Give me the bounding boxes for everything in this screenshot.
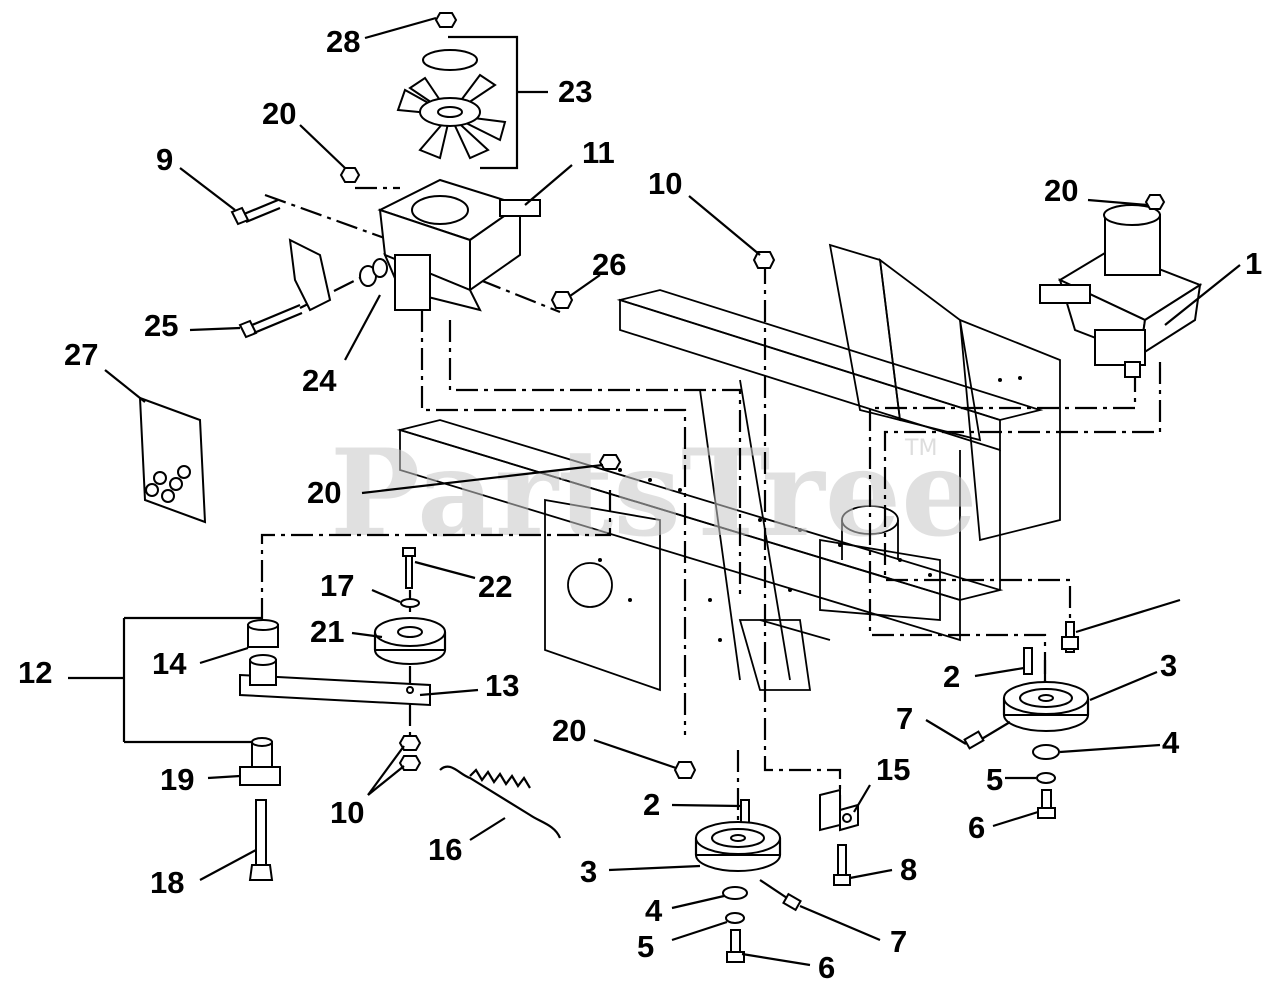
part-2-key — [1023, 647, 1033, 675]
callout-16: 16 — [428, 832, 462, 867]
part-7-set-screw — [963, 721, 1011, 750]
part-25-bolt-bracket — [238, 238, 332, 339]
part-19-pivot — [239, 737, 281, 786]
watermark-text: PartsTree — [330, 423, 977, 564]
callout-8: 8 — [900, 852, 917, 887]
callout-7: 7 — [896, 701, 913, 736]
part-4-hub — [1032, 744, 1060, 760]
part-3-pulley — [694, 821, 782, 872]
part-7-set-screw — [759, 879, 802, 912]
part-20-nut — [598, 454, 622, 470]
callout-20: 20 — [307, 475, 341, 510]
callout-24: 24 — [302, 363, 337, 398]
assembly-lines — [260, 186, 1162, 840]
callout-21: 21 — [310, 614, 344, 649]
part-5-washer — [725, 912, 745, 924]
part-13-idler-arm — [239, 654, 431, 707]
part-24-spacer — [359, 258, 388, 287]
part-8-bolt — [833, 844, 851, 886]
part-17-washer — [400, 598, 420, 608]
callout-15: 15 — [876, 752, 910, 787]
callout-2: 2 — [943, 659, 960, 694]
part-14-bushing — [247, 619, 279, 648]
part-20-nut — [339, 167, 361, 183]
callout-19: 19 — [160, 762, 194, 797]
callouts: 28 23 20 9 11 10 20 26 1 25 24 27 20 17 … — [18, 24, 1262, 985]
callout-9: 9 — [156, 142, 173, 177]
part-20-nut — [673, 761, 697, 779]
callout-20: 20 — [1044, 173, 1078, 208]
part-15-bracket — [819, 788, 859, 832]
part-9-bolt — [230, 198, 281, 226]
callout-10: 10 — [330, 795, 364, 830]
part-16-spring — [439, 765, 562, 839]
part-1-transmission-right — [1039, 204, 1203, 378]
callout-12: 12 — [18, 655, 52, 690]
part-6-bolt — [1037, 789, 1056, 819]
part-10-nut — [398, 755, 422, 771]
frame-holes — [598, 376, 1022, 642]
callout-18: 18 — [150, 865, 184, 900]
part-11-transmission-left — [377, 178, 541, 312]
callout-5: 5 — [986, 762, 1003, 797]
part-12-bracket-line — [68, 616, 262, 744]
callout-6: 6 — [818, 950, 835, 985]
callout-2: 2 — [643, 787, 660, 822]
callout-26: 26 — [592, 247, 626, 282]
callout-4: 4 — [1162, 725, 1180, 760]
callout-20: 20 — [552, 713, 586, 748]
part-10-nut — [752, 251, 776, 269]
callout-5: 5 — [637, 929, 654, 964]
callout-17: 17 — [320, 568, 354, 603]
callout-6: 6 — [968, 810, 985, 845]
callout-22: 22 — [478, 569, 512, 604]
part-23-bracket-line — [448, 35, 548, 170]
leader-lines — [104, 16, 1241, 967]
watermark: PartsTree TM — [330, 423, 977, 564]
callout-14: 14 — [152, 646, 187, 681]
callout-20: 20 — [262, 96, 296, 131]
callout-7: 7 — [890, 924, 907, 959]
part-23-fan — [396, 73, 507, 160]
part-21-idler-pulley — [373, 617, 447, 665]
callout-11: 11 — [582, 135, 615, 170]
part-10-nut — [398, 735, 422, 751]
callout-13: 13 — [485, 668, 519, 703]
callout-27: 27 — [64, 337, 98, 372]
callout-28: 28 — [326, 24, 360, 59]
part-4-hub — [722, 886, 748, 900]
part-26-nut — [550, 291, 574, 309]
part-5-washer — [1036, 772, 1056, 784]
callout-3: 3 — [1160, 648, 1177, 683]
callout-25: 25 — [144, 308, 178, 343]
callout-10: 10 — [648, 166, 682, 201]
callout-1: 1 — [1245, 246, 1262, 281]
part-6-bolt — [726, 929, 745, 963]
callout-4: 4 — [645, 893, 663, 928]
watermark-trademark: TM — [904, 436, 937, 461]
part-23-fan-cap — [422, 49, 478, 71]
parts — [138, 12, 1203, 963]
part-22-bolt — [402, 547, 416, 589]
part-20-nut — [1144, 194, 1166, 210]
part-18-bolt — [248, 799, 274, 881]
callout-23: 23 — [558, 74, 592, 109]
part-27-decal — [138, 396, 207, 524]
callout-3: 3 — [580, 854, 597, 889]
part-28-nut — [434, 12, 458, 28]
part-3-pulley — [1002, 681, 1090, 732]
chassis-frame — [396, 243, 1061, 692]
part-8-bolt — [1061, 621, 1079, 653]
